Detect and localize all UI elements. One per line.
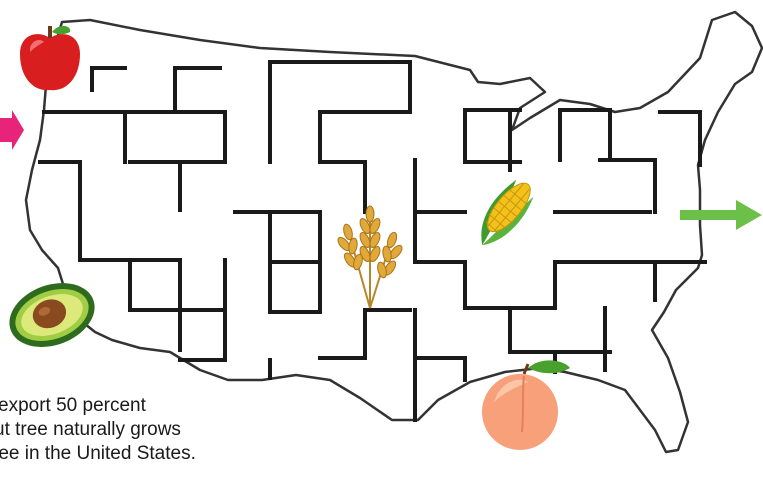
peach-icon: [482, 360, 570, 450]
fact-caption: export 50 percent ut tree naturally grow…: [0, 394, 300, 466]
maze-walls: [38, 60, 707, 422]
avocado-icon: [9, 283, 95, 347]
caption-line: ree in the United States.: [0, 443, 196, 464]
apple-icon: [20, 25, 80, 91]
corn-icon: [481, 179, 534, 246]
caption-line: ut tree naturally grows: [0, 419, 181, 440]
wheat-icon: [337, 205, 403, 309]
start-arrow-icon: [0, 110, 24, 150]
caption-line: export 50 percent: [0, 395, 146, 416]
exit-arrow-icon: [680, 200, 762, 230]
